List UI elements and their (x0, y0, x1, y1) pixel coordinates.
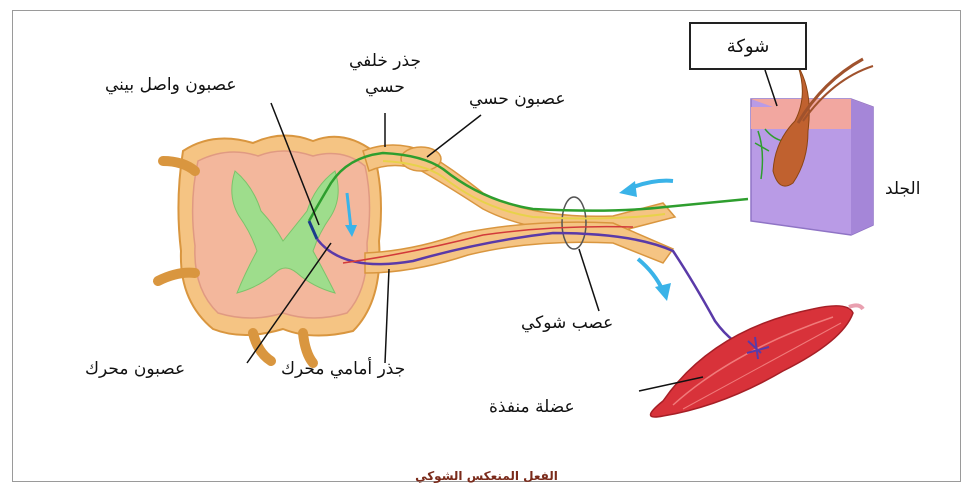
diagram-frame: شوكة جذر خلفي حسي عصبون واصل بيني عصبون … (12, 10, 961, 482)
spinal-nerve-label: عصب شوكي (521, 315, 613, 332)
dorsal-root-label: جذر خلفي (349, 53, 421, 70)
ventral-root-label: جذر أمامي محرك (281, 361, 405, 378)
spine-label: شوكة (691, 36, 805, 57)
skin-label: الجلد (885, 181, 920, 198)
skin-block (751, 99, 873, 235)
ventral-root (365, 222, 673, 273)
effector-muscle-label: عضلة منفذة (489, 399, 575, 416)
impulse-arrowhead-muscle (655, 283, 671, 301)
motor-fiber (317, 233, 755, 351)
effector-muscle (651, 305, 864, 417)
figure-caption: الفعل المنعكس الشوكي (13, 469, 960, 483)
spinal-cord (158, 135, 381, 363)
spine-label-box: شوكة (689, 22, 807, 70)
sensory-neuron-label: عصبون حسي (469, 91, 566, 108)
interneuron-label: عصبون واصل بيني (105, 77, 237, 94)
impulse-arrowhead-skin (619, 181, 637, 197)
dorsal-root-label-sensory: حسي (365, 79, 405, 96)
motor-neuron-label: عصبون محرك (85, 361, 185, 378)
